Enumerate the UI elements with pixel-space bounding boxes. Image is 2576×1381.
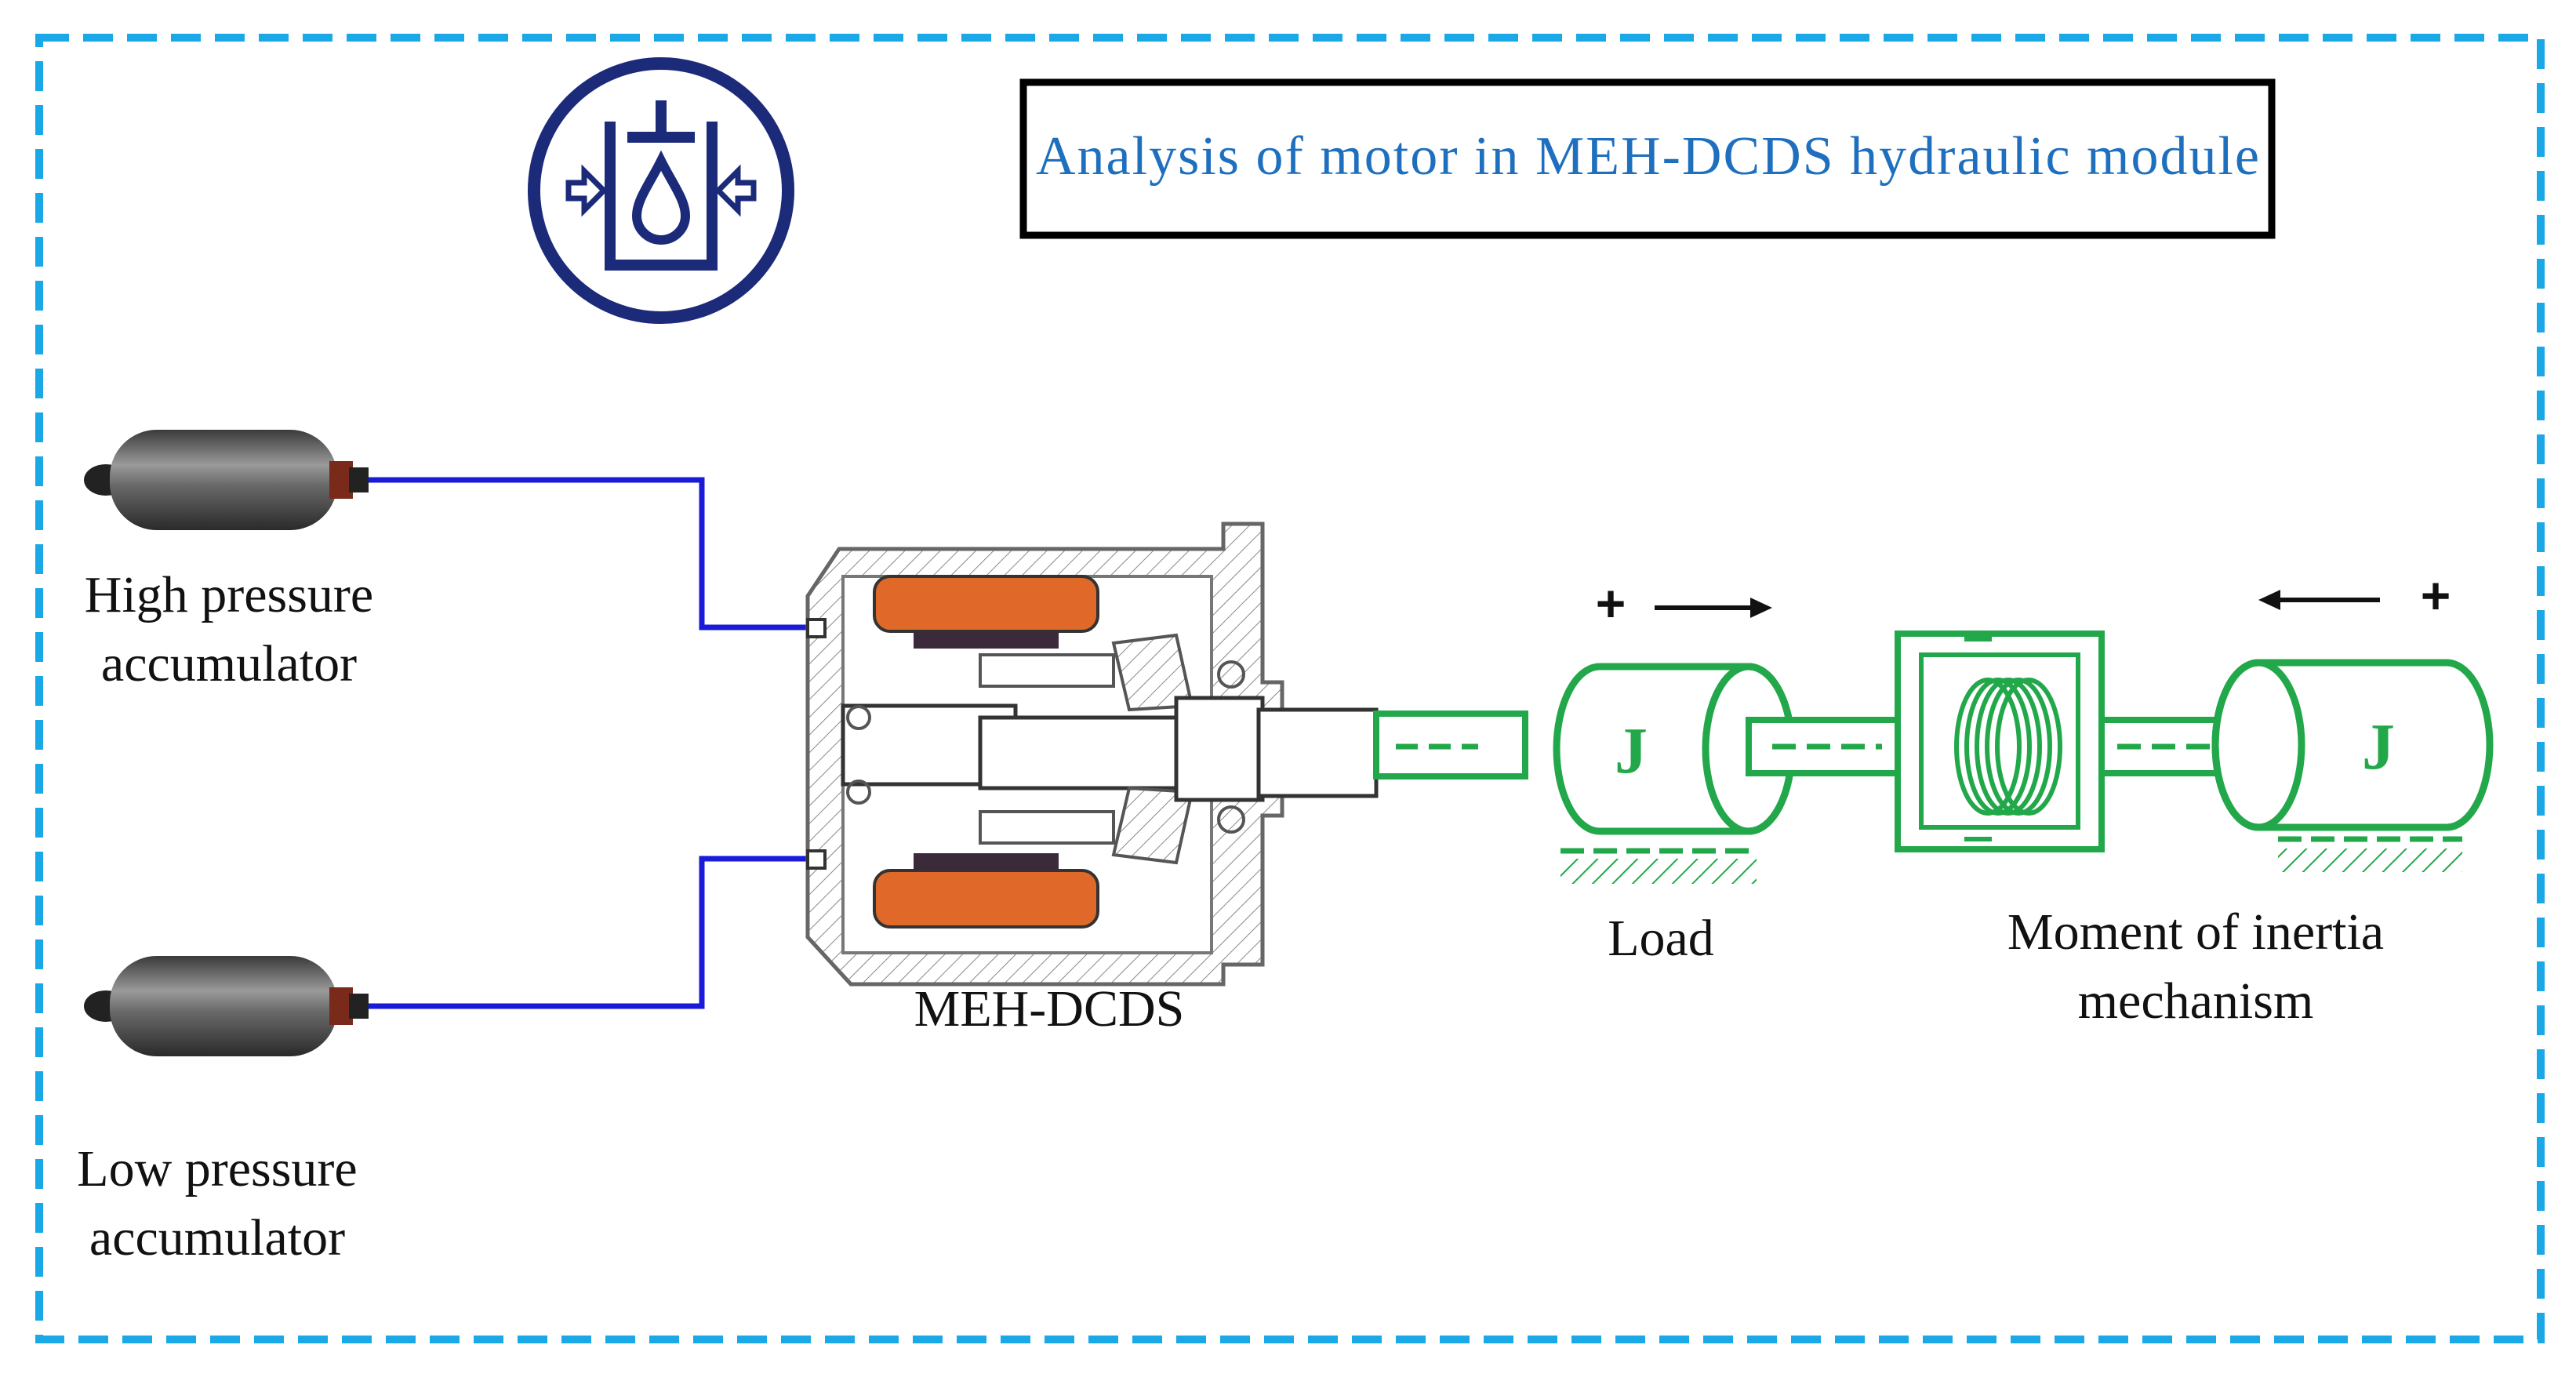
arrow-left-icon (2258, 590, 2380, 610)
high-accumulator-label-line1: High pressure (85, 566, 373, 623)
mechanism-inertia-cylinder (2211, 659, 2494, 872)
inertia-label-line1: Moment of inertia (2007, 903, 2384, 961)
mechanism-inertia-symbol: J (2362, 710, 2395, 783)
low-accumulator-label-line2: accumulator (89, 1209, 345, 1267)
low-pressure-accumulator-icon (84, 956, 369, 1056)
load-label: Load (1608, 910, 1714, 967)
module-frame (35, 34, 2545, 1343)
low-pressure-line (369, 856, 808, 1009)
motor-cross-section (805, 522, 1379, 987)
high-pressure-line (369, 477, 808, 631)
title-box (1019, 78, 2276, 239)
motor-label: MEH-DCDS (914, 980, 1185, 1038)
page-title: Analysis of motor in MEH-DCDS hydraulic … (1036, 126, 2259, 187)
output-shaft (1373, 710, 1528, 780)
load-inertia-symbol: J (1615, 714, 1648, 787)
high-pressure-accumulator-icon (84, 430, 369, 530)
high-accumulator-label-line2: accumulator (101, 635, 357, 692)
low-accumulator-label-line1: Low pressure (77, 1140, 357, 1197)
plus-sign-right: + (2421, 566, 2451, 624)
inertia-label-line2: mechanism (2078, 972, 2314, 1030)
hydraulic-cylinder-drop-icon (528, 57, 794, 324)
plus-sign-left: + (1596, 574, 1626, 632)
spring-coupling (1746, 631, 2265, 852)
arrow-right-icon (1655, 598, 1772, 618)
